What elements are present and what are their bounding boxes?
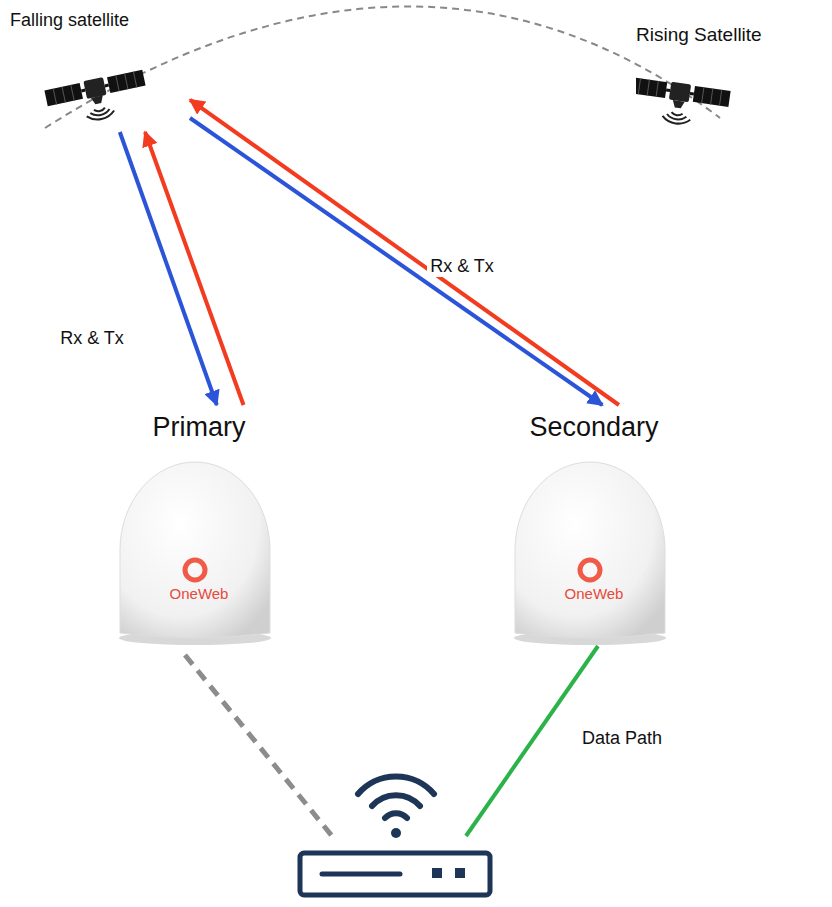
path-label: Data Path: [582, 728, 662, 748]
edge-label: Rx & Tx: [57, 327, 127, 349]
node-title: Secondary: [505, 411, 683, 443]
brand-label: OneWeb: [110, 585, 288, 603]
data-path-line: [466, 646, 598, 836]
logo-ring: [580, 560, 600, 580]
router-icon: [300, 776, 490, 895]
signal-arrow: [190, 118, 602, 405]
node-title: Primary: [110, 411, 288, 443]
orbit-arc: [45, 6, 720, 128]
node-title: Rising Satellite: [636, 24, 762, 47]
terminal-node: SecondaryOneWeb: [505, 405, 683, 650]
signal-arrow: [145, 132, 244, 405]
signal-arrow: [190, 100, 619, 405]
antenna-dome: [110, 455, 280, 650]
brand-label: OneWeb: [505, 585, 683, 603]
label-holder: Data Path: [582, 728, 662, 750]
edge-label: Rx & Tx: [427, 255, 497, 277]
terminal-node: PrimaryOneWeb: [110, 405, 288, 650]
antenna-dome: [505, 455, 675, 650]
standby-path: [185, 655, 332, 836]
edge-label-holder: Rx & Tx: [57, 328, 127, 349]
node-title: Falling satellite: [10, 10, 129, 32]
edge-label-holder: Rx & Tx: [427, 256, 497, 277]
satellite-node: Rising Satellite: [636, 22, 826, 142]
signal-arrow: [120, 132, 217, 405]
logo-ring: [185, 560, 205, 580]
satellite-node: Falling satellite: [10, 8, 190, 132]
